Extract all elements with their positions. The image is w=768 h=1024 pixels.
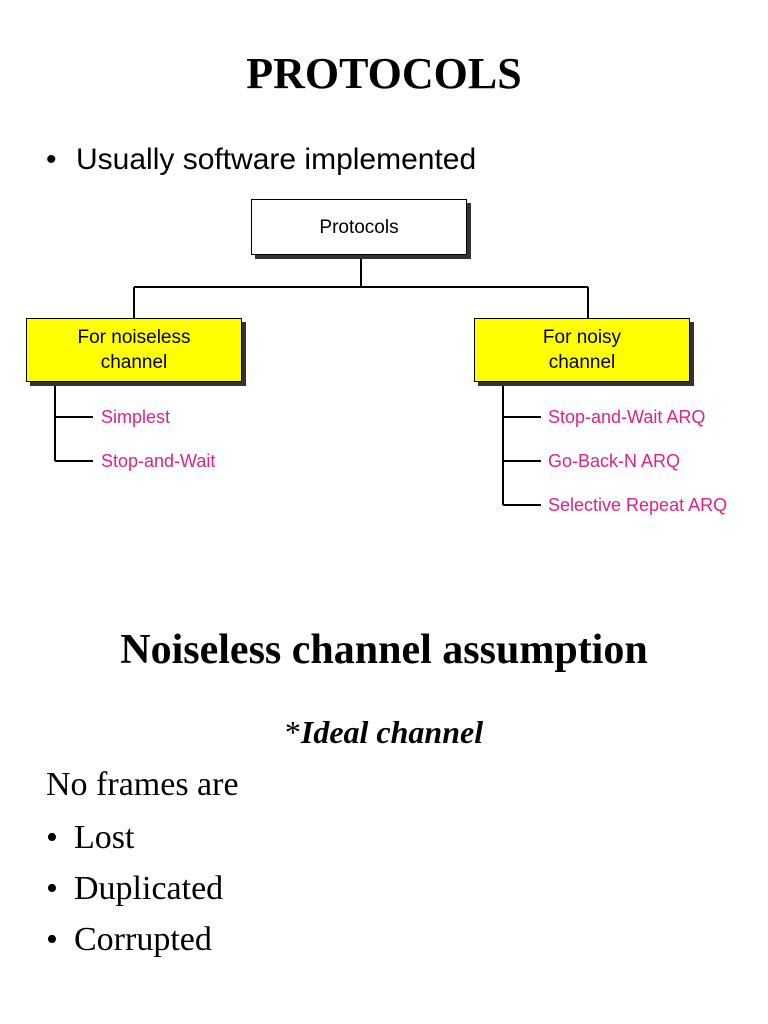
leaf-simplest: Simplest (101, 407, 171, 427)
leaf-stop-and-wait: Stop-and-Wait (101, 451, 216, 471)
bullet-software: • Usually software implemented (46, 140, 476, 180)
ideal-prefix: * (284, 714, 301, 750)
list-item: • Duplicated (46, 863, 223, 914)
noisy-label-line1: For noisy (542, 327, 622, 348)
leaf-selective-repeat-arq: Selective Repeat ARQ (548, 495, 728, 515)
protocols-root-box: Protocols (251, 199, 467, 255)
protocol-tree-diagram: Protocols For noiseless channel For nois… (26, 199, 728, 515)
bullet-marker: • (46, 870, 58, 907)
ideal-text: Ideal channel (300, 714, 484, 750)
slide-title: PROTOCOLS (246, 49, 522, 98)
noiseless-label-line1: For noiseless (77, 327, 191, 348)
noisy-label-line2: channel (548, 352, 616, 373)
root-label: Protocols (319, 216, 399, 238)
bullet-marker: • (46, 143, 57, 176)
ideal-channel-line: *Ideal channel (0, 710, 768, 754)
leaf-go-back-n-arq: Go-Back-N ARQ (548, 451, 681, 471)
list-item: • Lost (46, 812, 223, 863)
no-frames-intro: No frames are (46, 766, 239, 803)
bullet-marker: • (46, 819, 58, 856)
tree-connectors (54, 255, 589, 506)
bullet-text: Usually software implemented (76, 143, 477, 176)
leaf-stop-and-wait-arq: Stop-and-Wait ARQ (548, 407, 706, 427)
noisy-channel-box: For noisy channel (474, 318, 690, 382)
list-item: • Corrupted (46, 914, 223, 965)
list-item-text: Corrupted (74, 921, 212, 958)
noiseless-channel-box: For noiseless channel (26, 318, 242, 382)
list-item-text: Duplicated (74, 870, 224, 907)
list-item-text: Lost (74, 819, 135, 856)
bullet-marker: • (46, 921, 58, 958)
section-heading: Noiseless channel assumption (120, 627, 648, 673)
noiseless-label-line2: channel (100, 352, 168, 373)
frame-conditions-list: • Lost • Duplicated • Corrupted (46, 812, 223, 965)
